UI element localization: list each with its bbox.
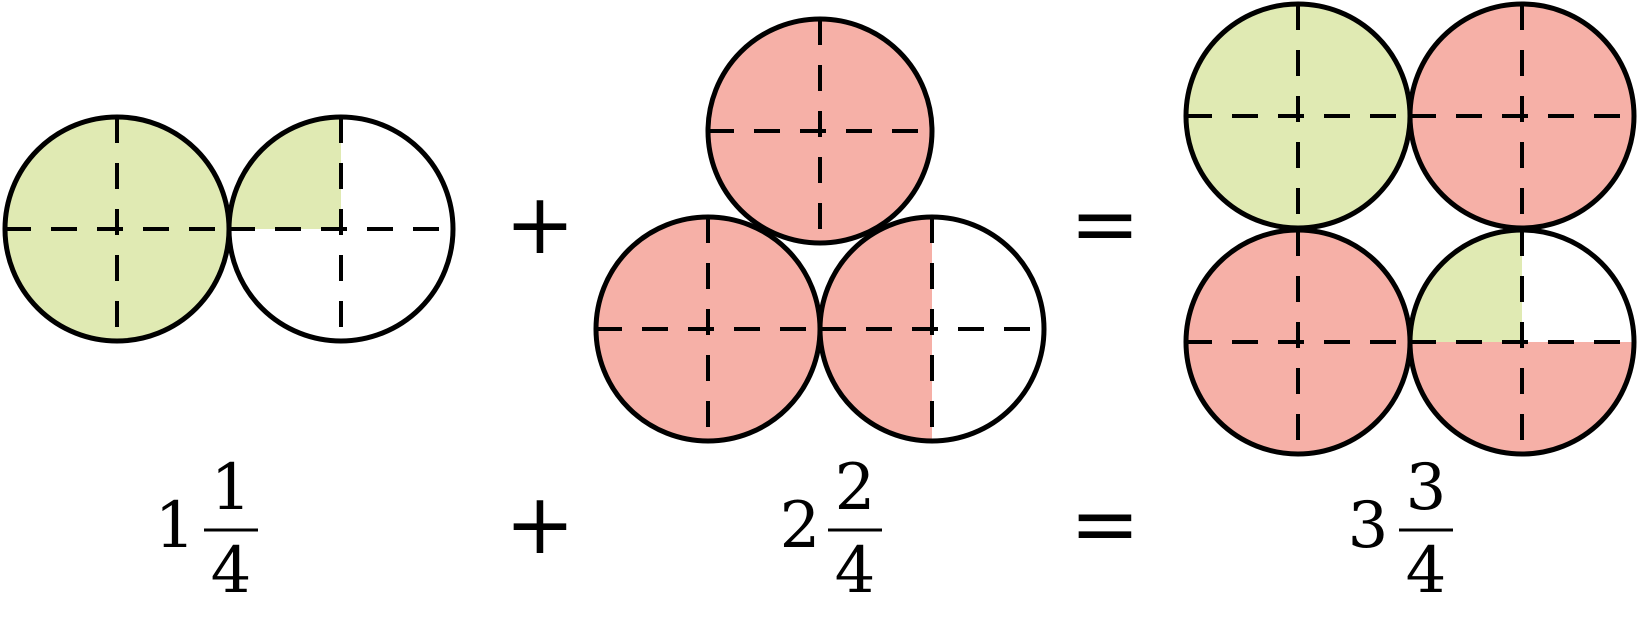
term2-circles (593, 16, 1047, 444)
half-fill-bottom (1410, 342, 1634, 454)
term2-circle-bottom-left (593, 214, 823, 444)
denominator: 4 (1406, 534, 1447, 608)
term1-circle-quarter (226, 114, 456, 344)
term1-circle-full (2, 114, 232, 344)
term2-mixed-number: 2 2 4 (780, 451, 882, 608)
result-circle-bottom-right (1407, 227, 1637, 457)
circle-outline (226, 114, 456, 344)
result-circle-top-right (1407, 1, 1637, 231)
whole-number: 1 (155, 489, 196, 563)
whole-number: 3 (1348, 489, 1389, 563)
circle-outline (705, 16, 935, 246)
result-mixed-number: 3 3 4 (1348, 451, 1453, 608)
plus-sign-top: + (505, 175, 575, 273)
circle-outline (817, 214, 1047, 444)
equals-sign: = (1070, 475, 1140, 573)
result-circle-top-left (1183, 1, 1413, 231)
numerator: 2 (835, 451, 876, 525)
equals-sign-top: = (1070, 175, 1140, 273)
denominator: 4 (835, 534, 876, 608)
term1-circles (2, 114, 456, 344)
numerator: 3 (1406, 451, 1447, 525)
result-circle-bottom-left (1183, 227, 1413, 457)
term1-mixed-number: 1 1 4 (155, 451, 258, 608)
result-circles (1183, 1, 1637, 457)
term2-circle-bottom-right (817, 214, 1047, 444)
quarter-fill-top-left (1410, 230, 1522, 342)
denominator: 4 (211, 534, 252, 608)
whole-number: 2 (780, 489, 821, 563)
numerator: 1 (211, 451, 252, 525)
quarter-fill-top-left (229, 117, 341, 229)
term2-circle-top (705, 16, 935, 246)
circle-outline (1407, 227, 1637, 457)
plus-sign: + (505, 475, 575, 573)
